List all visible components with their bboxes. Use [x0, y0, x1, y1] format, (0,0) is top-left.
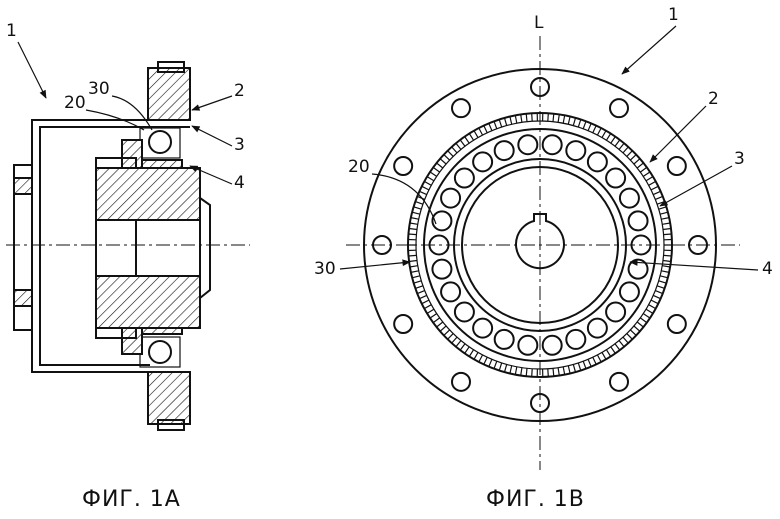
axis-label-L: L — [534, 13, 544, 33]
bolt-hole — [668, 157, 686, 175]
fig1b-leader-30 — [340, 262, 410, 269]
bearing-ball — [495, 141, 514, 160]
bearing-ball — [518, 135, 537, 154]
lower-gear-ring — [148, 372, 190, 424]
bearing-ball — [455, 302, 474, 321]
bearing-ball — [629, 211, 648, 230]
fig1a-label-20: 20 — [64, 93, 86, 113]
bearing-ball — [473, 319, 492, 338]
fig1a-caption: ФИГ. 1А — [82, 487, 181, 512]
lower-bearing-ball — [149, 341, 171, 363]
fig1b-label-20: 20 — [348, 157, 370, 177]
fig1a-label-4: 4 — [234, 173, 245, 193]
bearing-ball — [566, 330, 585, 349]
shaft-end — [200, 198, 210, 298]
bearing-ball — [588, 319, 607, 338]
fig1b-leader-4 — [630, 262, 758, 270]
fig1b-label-4: 4 — [762, 259, 773, 279]
bearing-ball — [620, 189, 639, 208]
fig1b-caption: ФИГ. 1В — [486, 487, 585, 512]
bearing-ball — [566, 141, 585, 160]
bearing-ball — [588, 152, 607, 171]
fig1a-label-30: 30 — [88, 79, 110, 99]
bearing-ball — [441, 189, 460, 208]
fig1b-leader-20 — [372, 174, 436, 224]
left-boss-bottom-hatch — [14, 290, 32, 306]
fig1a-leader-30 — [112, 96, 152, 130]
left-boss-top-hatch — [14, 178, 32, 194]
bolt-hole — [452, 373, 470, 391]
bolt-hole — [394, 157, 412, 175]
figure-1b-front-view: L 1 2 20 3 30 4 ФИГ. 1В — [314, 5, 773, 512]
figure-1a-section-view: 1 30 20 2 3 4 ФИГ. 1А — [6, 21, 250, 512]
fig1b-leader-1 — [622, 26, 676, 74]
fig1b-label-2: 2 — [708, 89, 719, 109]
fig1a-label-1: 1 — [6, 21, 17, 41]
fig1a-leader-3 — [192, 126, 232, 146]
bolt-hole — [452, 99, 470, 117]
fig1b-label-3: 3 — [734, 149, 745, 169]
bearing-ball — [518, 336, 537, 355]
hub-lower-hatch — [96, 276, 200, 328]
bearing-ball — [620, 282, 639, 301]
bolt-hole — [610, 373, 628, 391]
bolt-hole — [610, 99, 628, 117]
bearing-ball — [543, 336, 562, 355]
bearing-ball — [455, 169, 474, 188]
upper-bearing-ball — [149, 131, 171, 153]
bolt-hole — [394, 315, 412, 333]
hub-upper-hatch — [96, 168, 200, 220]
fig1a-leader-2 — [192, 96, 232, 110]
fig1a-label-3: 3 — [234, 135, 245, 155]
upper-gear-ring — [148, 68, 190, 120]
bearing-ball — [495, 330, 514, 349]
fig1b-label-1: 1 — [668, 5, 679, 25]
bearing-ball — [432, 260, 451, 279]
fig1b-label-30: 30 — [314, 259, 336, 279]
shaft-bore — [96, 220, 200, 276]
bearing-ball — [543, 135, 562, 154]
fig1a-leader-1 — [18, 42, 46, 98]
fig1a-label-2: 2 — [234, 81, 245, 101]
bearing-ball — [441, 282, 460, 301]
bearing-ball — [606, 302, 625, 321]
bolt-hole — [668, 315, 686, 333]
bearing-ball — [606, 169, 625, 188]
bearing-ball — [473, 152, 492, 171]
